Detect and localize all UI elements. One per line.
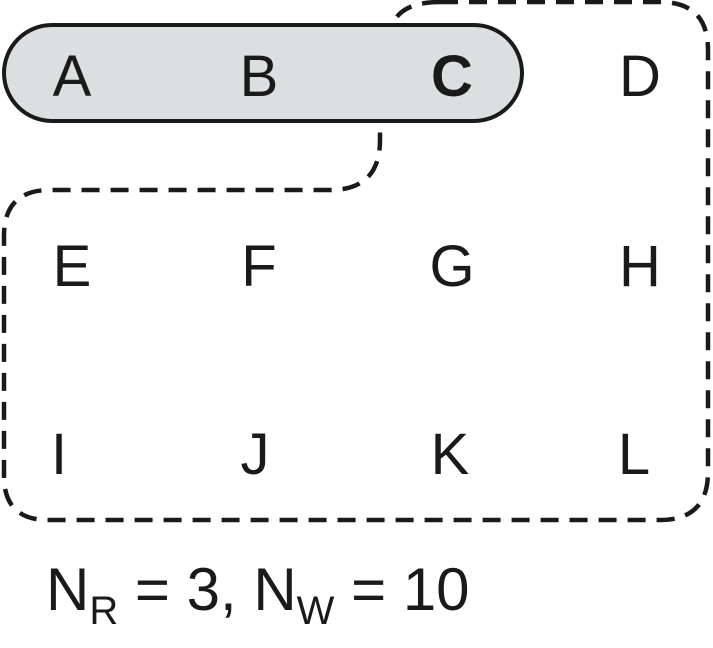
n-r-value: = 3, [118,556,253,623]
read-quorum-region [2,23,524,123]
node-i: I [51,422,67,487]
node-g: G [429,234,474,299]
n-r-base: N [46,556,89,623]
quorum-sizes-caption: NR = 3, NW = 10 [46,556,470,633]
node-j: J [241,422,270,487]
node-c: C [431,44,473,109]
node-k: K [431,422,470,487]
n-w-value: = 10 [334,556,469,623]
node-a: A [53,44,92,109]
node-e: E [53,234,92,299]
write-quorum-region-top [389,0,441,27]
node-b: B [240,44,279,109]
node-d: D [619,44,661,109]
n-r-subscript: R [89,589,118,633]
node-l: L [618,422,650,487]
node-f: F [241,234,276,299]
node-h: H [619,234,661,299]
n-w-base: N [253,556,296,623]
n-w-subscript: W [297,589,335,633]
